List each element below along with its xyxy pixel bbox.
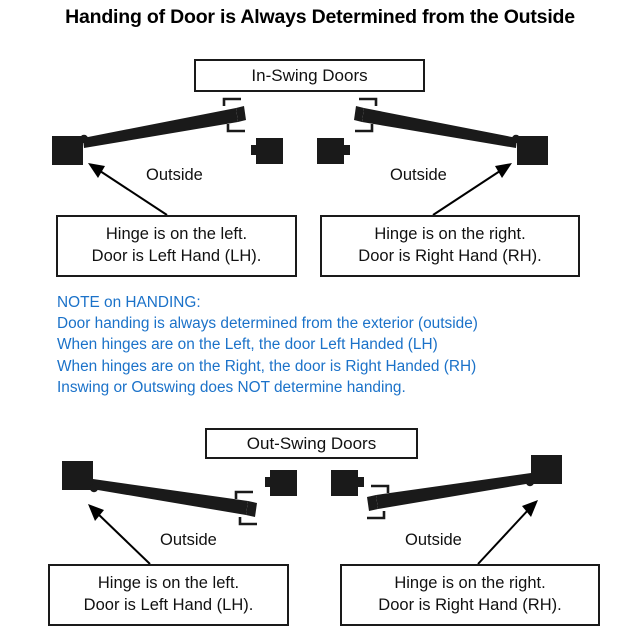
door-leaf bbox=[92, 479, 248, 515]
hinge-pivot bbox=[511, 134, 521, 144]
hinge-jamb-block bbox=[52, 136, 83, 165]
inswing-left-caption-box: Hinge is on the left. Door is Left Hand … bbox=[56, 215, 297, 277]
outswing-left-caption-box: Hinge is on the left. Door is Left Hand … bbox=[48, 564, 289, 626]
callout-arrow-line bbox=[477, 507, 531, 565]
strike-jamb-block bbox=[331, 470, 358, 496]
hinge-pivot bbox=[525, 477, 535, 487]
handing-note: NOTE on HANDING: Door handing is always … bbox=[57, 292, 478, 398]
caption-line-1: Hinge is on the left. bbox=[105, 225, 248, 244]
door-lever-hardware bbox=[234, 490, 257, 526]
strike-notch bbox=[265, 477, 271, 487]
hinge-jamb-block bbox=[62, 461, 93, 490]
hinge-pivot bbox=[79, 134, 89, 144]
caption-line-1: Hinge is on the right. bbox=[374, 225, 526, 244]
note-line-5: Inswing or Outswing does NOT determine h… bbox=[57, 378, 406, 396]
inswing-right-door-graphic bbox=[317, 97, 548, 216]
inswing-left-door-graphic bbox=[52, 97, 283, 216]
in-swing-header-label: In-Swing Doors bbox=[251, 65, 368, 85]
strike-notch bbox=[344, 145, 350, 155]
outswing-right-outside-label: Outside bbox=[405, 531, 462, 549]
caption-line-1: Hinge is on the left. bbox=[97, 574, 240, 593]
door-lever-hardware bbox=[355, 97, 378, 133]
page-title: Handing of Door is Always Determined fro… bbox=[65, 6, 575, 28]
strike-notch bbox=[251, 145, 257, 155]
inswing-right-outside-label: Outside bbox=[390, 166, 447, 184]
callout-arrow-line bbox=[95, 511, 151, 565]
strike-jamb-block bbox=[317, 138, 344, 164]
door-leaf-edge bbox=[354, 106, 364, 122]
out-swing-header-label: Out-Swing Doors bbox=[246, 433, 377, 453]
in-swing-header-box: In-Swing Doors bbox=[194, 59, 425, 92]
note-line-3: When hinges are on the Left, the door Le… bbox=[57, 336, 438, 354]
hinge-pivot bbox=[89, 483, 99, 493]
caption-line-2: Door is Right Hand (RH). bbox=[378, 596, 562, 614]
note-line-4: When hinges are on the Right, the door i… bbox=[57, 357, 477, 375]
callout-arrow-head bbox=[88, 504, 104, 521]
door-leaf-edge bbox=[236, 106, 246, 122]
caption-line-2: Door is Right Hand (RH). bbox=[358, 247, 542, 265]
note-line-2: Door handing is always determined from t… bbox=[57, 315, 478, 333]
note-line-1: NOTE on HANDING: bbox=[57, 294, 201, 311]
outswing-left-outside-label: Outside bbox=[160, 531, 217, 549]
callout-arrow-head bbox=[522, 500, 538, 517]
door-leaf bbox=[83, 108, 238, 148]
door-leaf-edge bbox=[367, 495, 378, 511]
hinge-jamb-block bbox=[517, 136, 548, 165]
door-lever-hardware bbox=[367, 484, 390, 520]
outswing-right-caption-box: Hinge is on the right. Door is Right Han… bbox=[340, 564, 600, 626]
strike-jamb-block bbox=[270, 470, 297, 496]
out-swing-header-box: Out-Swing Doors bbox=[205, 428, 418, 459]
caption-line-1: Hinge is on the right. bbox=[394, 574, 546, 593]
inswing-left-outside-label: Outside bbox=[146, 166, 203, 184]
inswing-right-caption-box: Hinge is on the right. Door is Right Han… bbox=[320, 215, 580, 277]
callout-arrow-head bbox=[495, 163, 512, 178]
caption-line-2: Door is Left Hand (LH). bbox=[83, 596, 254, 614]
door-lever-hardware bbox=[222, 97, 245, 133]
caption-line-2: Door is Left Hand (LH). bbox=[91, 247, 262, 265]
callout-arrow-head bbox=[88, 163, 105, 178]
door-leaf bbox=[362, 108, 517, 148]
strike-jamb-block bbox=[256, 138, 283, 164]
door-leaf-edge bbox=[246, 501, 257, 517]
hinge-jamb-block bbox=[531, 455, 562, 484]
strike-notch bbox=[358, 477, 364, 487]
door-leaf bbox=[376, 473, 532, 509]
